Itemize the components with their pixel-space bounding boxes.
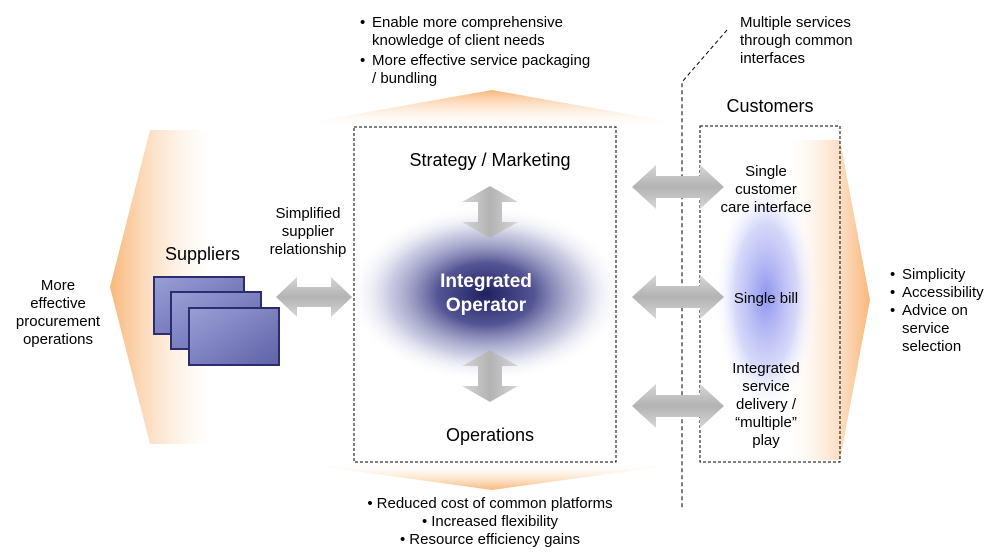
delivery-line: Integrated bbox=[732, 360, 800, 377]
note-line: Multiple services bbox=[740, 14, 851, 31]
operator-line: Operator bbox=[445, 295, 527, 316]
relationship-line: supplier bbox=[281, 223, 335, 240]
multiple-services-note: Multiple services through common interfa… bbox=[740, 14, 853, 68]
single-bill-label: Single bill bbox=[733, 290, 799, 307]
care-line: Single bbox=[745, 163, 787, 180]
procurement-line: procurement bbox=[15, 313, 101, 330]
relationship-line: relationship bbox=[269, 241, 347, 258]
relationship-line: Simplified bbox=[275, 205, 341, 222]
note-line: through common bbox=[740, 32, 853, 49]
customer-benefit-line: Advice on bbox=[902, 302, 968, 319]
arrow-service-delivery bbox=[632, 384, 724, 428]
arrow-care-interface bbox=[632, 165, 724, 209]
bottom-benefit-item: Resource efficiency gains bbox=[330, 531, 650, 549]
customer-glow bbox=[714, 176, 818, 416]
top-benefit-line: knowledge of client needs bbox=[372, 32, 545, 49]
care-line: care interface bbox=[720, 199, 812, 216]
procurement-line: More bbox=[40, 277, 76, 294]
delivery-line: service bbox=[742, 378, 790, 395]
top-benefit-line: Enable more comprehensive bbox=[372, 14, 563, 31]
customer-benefit-item: Advice on service selection bbox=[890, 302, 984, 356]
delivery-line: play bbox=[752, 432, 780, 449]
strategy-marketing-label: Strategy / Marketing bbox=[409, 150, 571, 170]
supplier-relationship-label: Simplified supplier relationship bbox=[262, 205, 354, 259]
supplier-operator-arrow bbox=[276, 277, 352, 317]
top-benefit-line: / bundling bbox=[372, 70, 438, 87]
care-interface-label: Single customer care interface bbox=[704, 163, 828, 217]
note-line: interfaces bbox=[740, 50, 806, 67]
service-delivery-label: Integrated service delivery / “multiple”… bbox=[704, 360, 828, 450]
operations-label: Operations bbox=[445, 425, 535, 445]
top-benefit-line: More effective service packaging bbox=[372, 52, 591, 69]
customers-box bbox=[699, 125, 841, 463]
bottom-glow-segment bbox=[310, 465, 674, 490]
customer-benefit-line: Simplicity bbox=[902, 266, 966, 283]
strategy-operator-arrow bbox=[462, 186, 518, 238]
customer-benefit-item: Simplicity bbox=[890, 266, 984, 284]
arrow-single-bill bbox=[632, 275, 724, 319]
integrated-operator-label: Integrated Operator bbox=[400, 270, 572, 318]
operator-line: Integrated bbox=[440, 271, 532, 292]
bottom-benefits-list: Reduced cost of common platforms Increas… bbox=[330, 495, 650, 549]
callout-line bbox=[681, 29, 728, 508]
procurement-label: More effective procurement operations bbox=[10, 277, 106, 349]
operations-operator-arrow bbox=[462, 350, 518, 402]
procurement-line: operations bbox=[22, 331, 94, 348]
top-glow-segment bbox=[300, 90, 684, 124]
integrated-operator-glow bbox=[348, 206, 624, 382]
top-benefit-item: Enable more comprehensive knowledge of c… bbox=[360, 14, 590, 50]
customer-benefit-item: Accessibility bbox=[890, 284, 984, 302]
supplier-doc-3 bbox=[188, 307, 280, 366]
care-line: customer bbox=[735, 181, 797, 198]
top-benefit-item: More effective service packaging / bundl… bbox=[360, 52, 590, 88]
right-glow-segment bbox=[790, 140, 870, 460]
operator-box bbox=[353, 126, 617, 463]
bottom-benefit-item: Increased flexibility bbox=[330, 513, 650, 531]
customer-benefit-line: selection bbox=[902, 338, 962, 355]
delivery-line: delivery / bbox=[735, 396, 797, 413]
delivery-line: “multiple” bbox=[735, 414, 797, 431]
customer-benefit-line: service bbox=[902, 320, 950, 337]
customer-benefit-line: Accessibility bbox=[902, 284, 984, 301]
bottom-benefit-item: Reduced cost of common platforms bbox=[330, 495, 650, 513]
procurement-line: effective bbox=[30, 295, 86, 312]
customer-benefits-list: Simplicity Accessibility Advice on servi… bbox=[890, 266, 984, 356]
suppliers-label: Suppliers bbox=[165, 244, 241, 264]
customers-title: Customers bbox=[726, 96, 814, 116]
top-benefits-list: Enable more comprehensive knowledge of c… bbox=[360, 14, 590, 88]
